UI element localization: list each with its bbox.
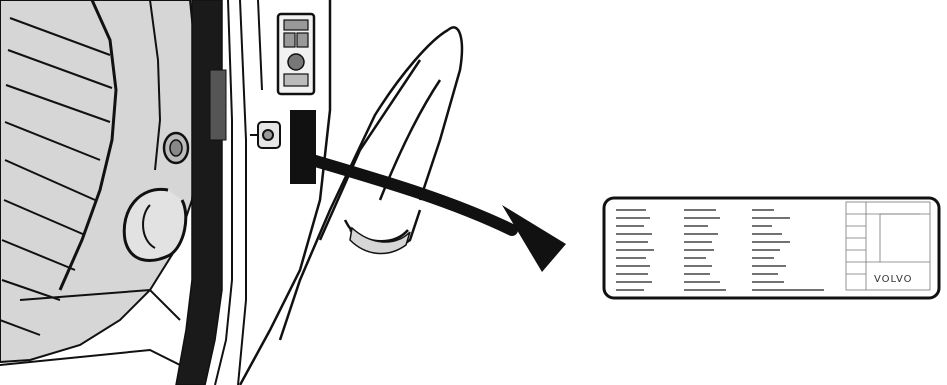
pointer-arrow — [312, 160, 566, 272]
label-brand-logo: VOLVO — [874, 274, 913, 285]
car-interior-illustration — [0, 0, 462, 385]
seat-knob — [164, 133, 188, 163]
window-switch-panel — [278, 14, 314, 94]
label-location-marker — [290, 110, 316, 184]
vehicle-label-card: VOLVO — [604, 198, 939, 298]
door-latch — [250, 122, 280, 148]
